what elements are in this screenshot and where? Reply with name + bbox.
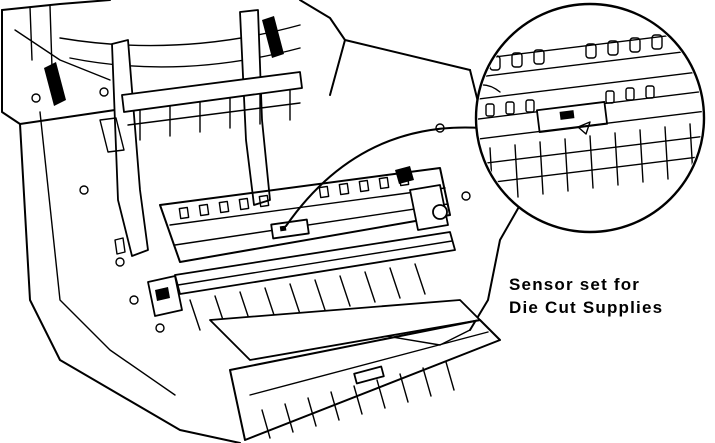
callout-line <box>285 126 483 227</box>
caption-line-1: Sensor set for <box>509 275 641 294</box>
sensor-caption: Sensor set for Die Cut Supplies <box>509 273 715 319</box>
sensor <box>270 218 310 240</box>
supply-guides <box>44 9 284 257</box>
mechanism-parts <box>114 166 449 317</box>
print-roller <box>174 231 456 331</box>
caption-line-2: Die Cut Supplies <box>509 298 664 317</box>
sensor-detail-circle <box>474 2 706 234</box>
label-path <box>159 167 451 263</box>
supply-spindle <box>121 71 303 141</box>
detail-mid-row <box>485 85 655 117</box>
screw-holes <box>31 87 471 333</box>
label-path-teeth <box>178 173 410 220</box>
front-cover <box>209 299 501 441</box>
